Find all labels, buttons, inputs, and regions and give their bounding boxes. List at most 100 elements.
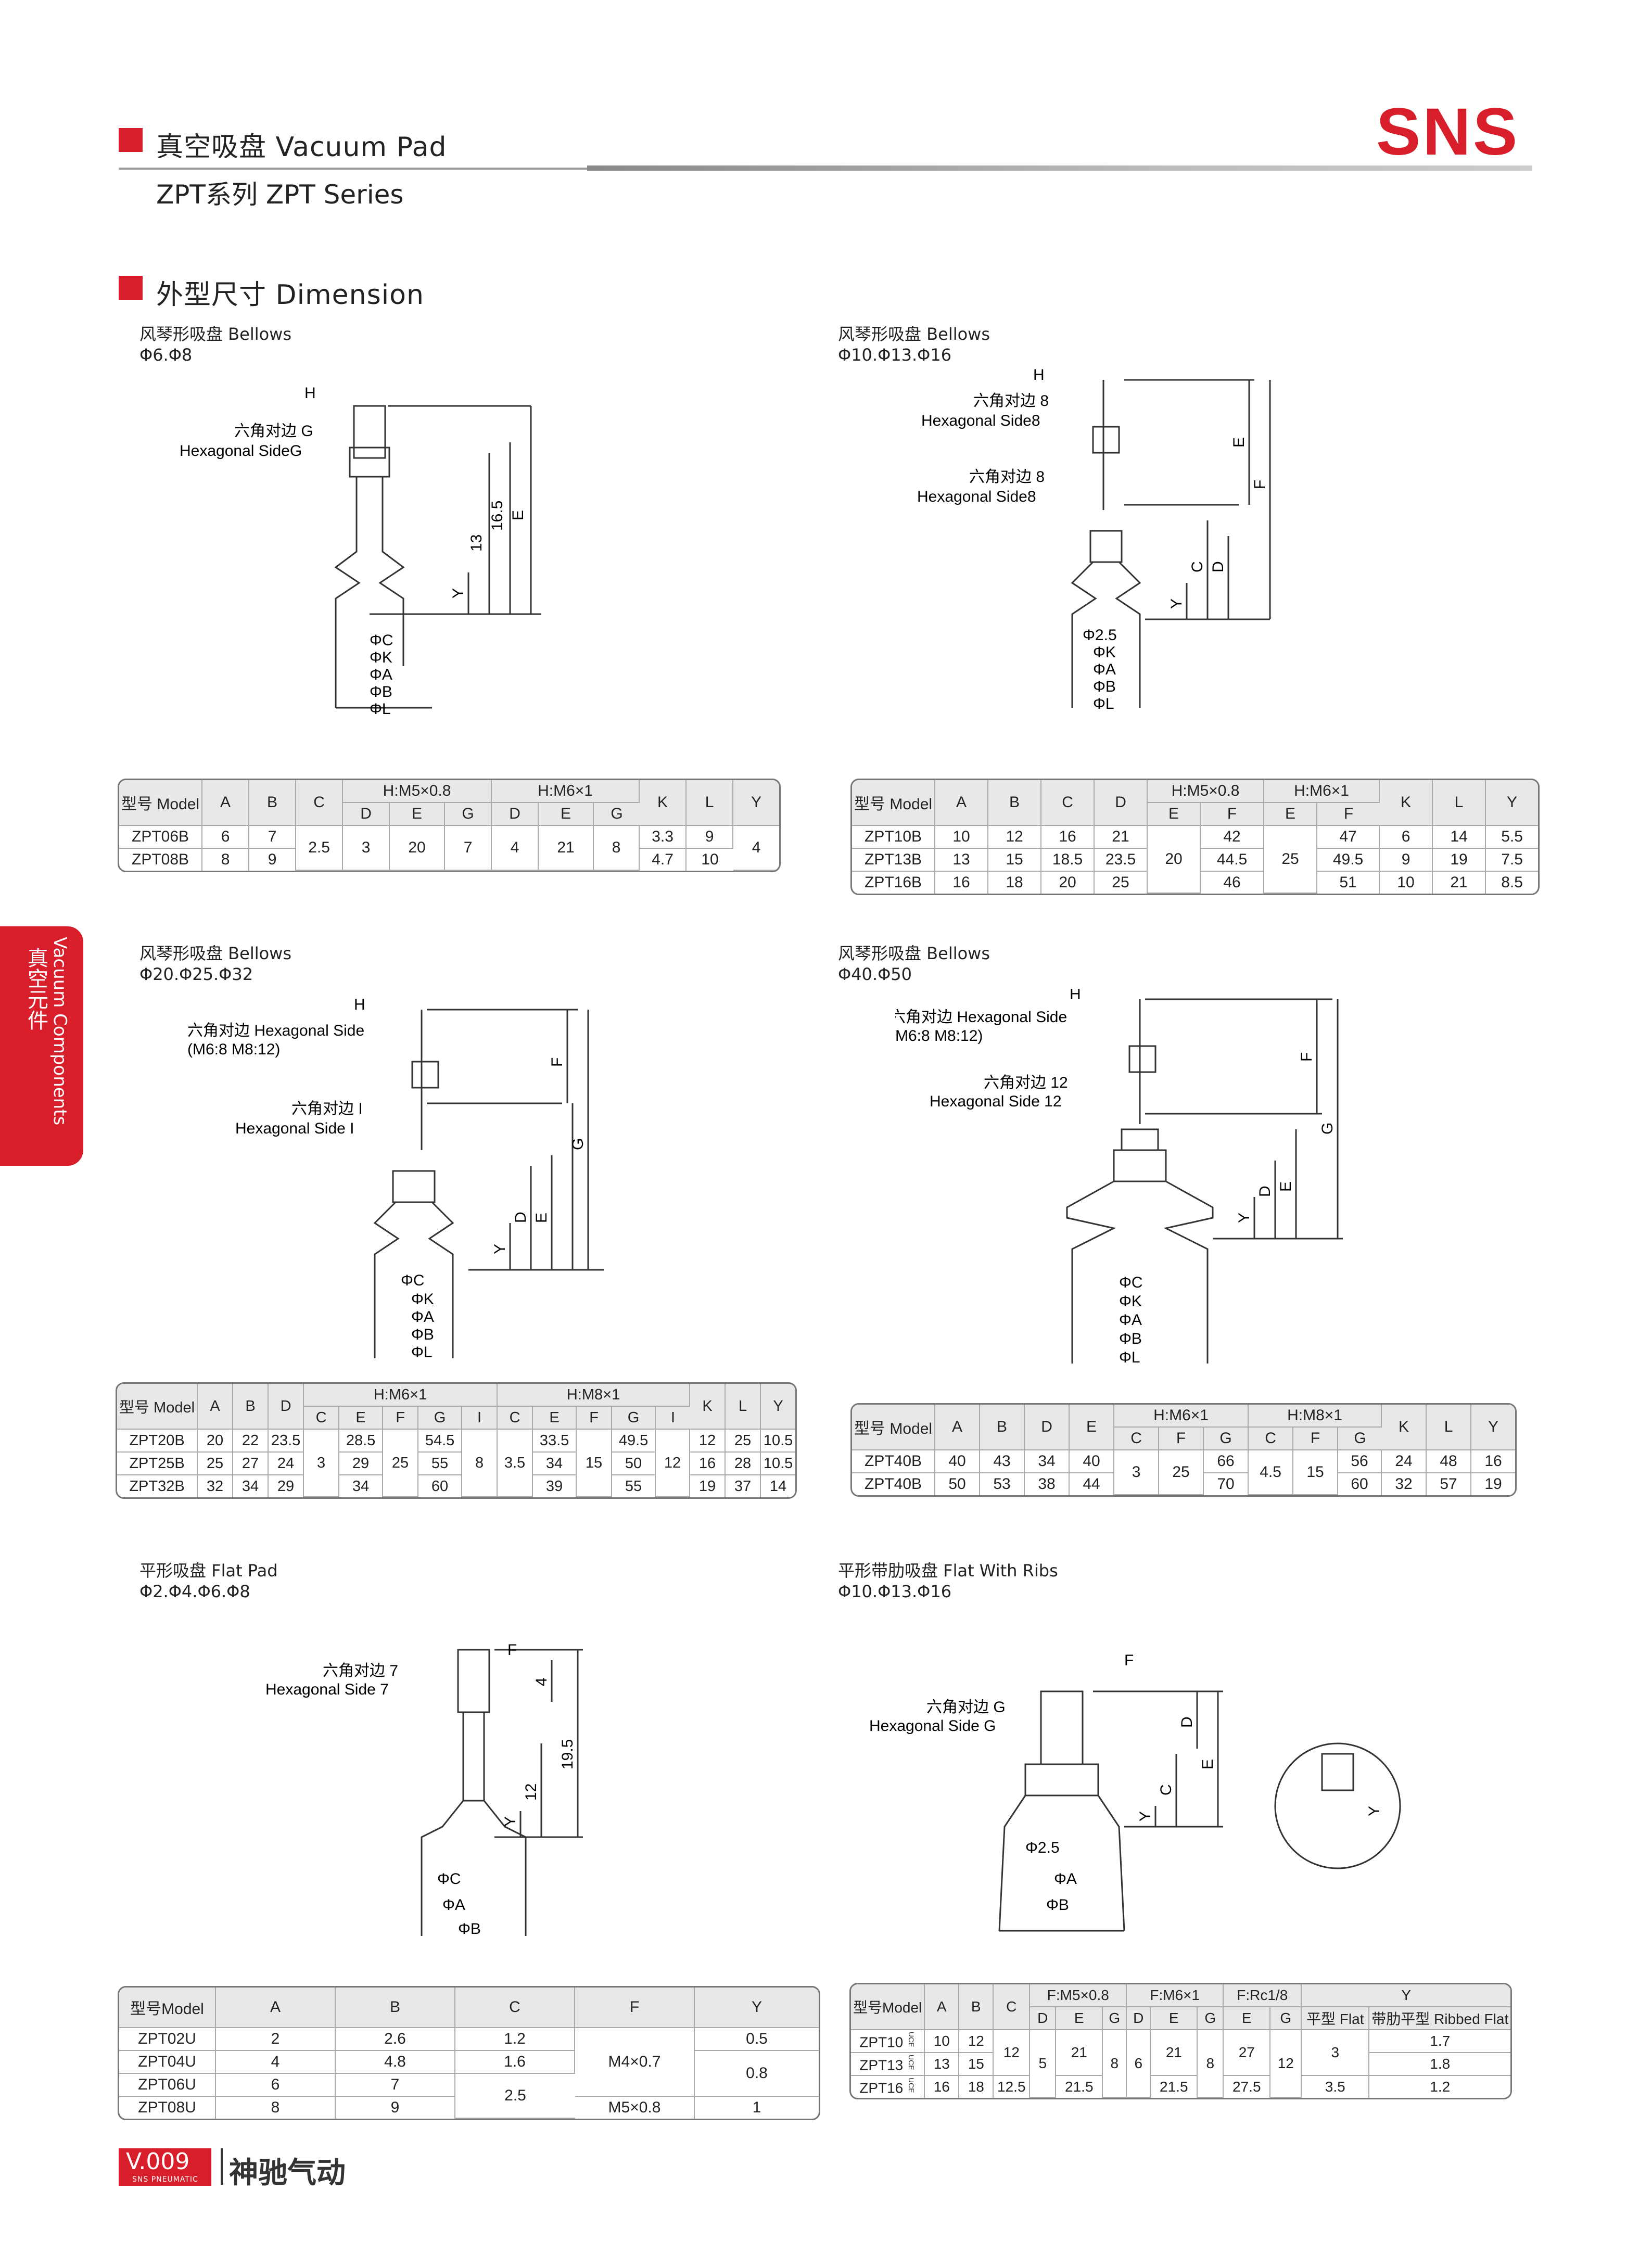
b6-label-b: ΦB [1046, 1896, 1069, 1914]
cell: 12.5 [994, 2076, 1031, 2098]
b4-label-d: D [1256, 1186, 1274, 1197]
cell: 10.5 [761, 1453, 796, 1475]
b5-label-d3: 12 [523, 1784, 540, 1801]
cell: 12 [988, 826, 1042, 849]
b2-label-f: F [1251, 480, 1268, 489]
th: G [1338, 1428, 1382, 1450]
b4-diagram: H 六角对边 Hexagonal Side (M6:8 M8:12) 六角对边 … [895, 989, 1343, 1366]
b4-label-hex2-cn: 六角对边 12 [984, 1074, 1068, 1091]
cell: 49.5 [612, 1430, 656, 1453]
suffix-mark: UCE [907, 2077, 916, 2093]
cell: 55 [418, 1453, 463, 1475]
cell: ZPT13 UCE [851, 2053, 925, 2076]
cell: ZPT08B [119, 849, 203, 871]
cell: 60 [418, 1475, 463, 1497]
cell: 22 [233, 1430, 269, 1453]
cell: 15 [577, 1430, 613, 1497]
cell: 4.7 [640, 849, 687, 871]
cell: 2.6 [336, 2028, 455, 2051]
cell: 3 [1114, 1450, 1160, 1495]
table-row: ZPT10 UCE 10 12 12 5 21 8 6 21 8 27 12 3… [851, 2030, 1511, 2098]
th: K [1382, 1405, 1427, 1450]
th: 带肋平型 Ribbed Flat [1369, 2007, 1511, 2030]
section-square-marker [119, 276, 143, 300]
th: H:M5×0.8 [343, 780, 492, 803]
table-row: ZPT10B 10 12 16 21 20 42 25 47 6 14 5.5 [852, 826, 1539, 894]
b1-label-c: ΦC [370, 632, 393, 649]
th: L [1433, 780, 1486, 826]
b3-label-c: ΦC [401, 1272, 425, 1289]
section-title: 外型尺寸 Dimension [156, 279, 424, 311]
cell: 1.6 [455, 2051, 575, 2074]
page-number: V.009 [126, 2148, 190, 2175]
cell: 2.5 [455, 2074, 575, 2119]
brand-logo: SNS [1376, 95, 1520, 169]
cell: 2.5 [296, 826, 344, 871]
th: H:M6×1 [1264, 780, 1380, 803]
cell: 18 [959, 2076, 994, 2098]
side-tab: 真空元件 Vacuum Components [0, 926, 83, 1166]
b3-label-a: ΦA [411, 1308, 434, 1326]
footer-divider [221, 2148, 223, 2185]
b5-label-d2: 19.5 [559, 1739, 576, 1769]
cell: 8.5 [1501, 874, 1523, 891]
b4-label-h: H [1070, 989, 1081, 1003]
b5-label-c: ΦC [437, 1870, 461, 1888]
cell: 12 [994, 2030, 1031, 2076]
th: I [656, 1407, 691, 1430]
b1-label-y: Y [450, 588, 467, 598]
cell: 24 [269, 1453, 304, 1475]
th: I [462, 1407, 498, 1430]
th: Y [1302, 1984, 1511, 2007]
cell: 6 [1380, 826, 1433, 849]
th: Y [1486, 780, 1539, 826]
cell: 34 [533, 1453, 577, 1475]
cell: 19 [1484, 1475, 1502, 1493]
b6-title-text: 平形带肋吸盘 Flat With Ribs [838, 1561, 1058, 1581]
b1-label-hex-en: Hexagonal SideG [180, 442, 302, 460]
cell: 21 [1056, 2030, 1103, 2076]
cell: 10 [701, 851, 719, 868]
th: D [343, 803, 390, 826]
cell: 25 [1159, 1450, 1204, 1495]
cell: 12 [690, 1430, 726, 1453]
b6-label-y: Y [1137, 1811, 1154, 1821]
b3-sizes-text: Φ20.Φ25.Φ32 [139, 964, 253, 984]
th: B [980, 1405, 1025, 1450]
th: 型号Model [851, 1984, 925, 2030]
th: E [1151, 2007, 1198, 2030]
cell: 43 [980, 1450, 1025, 1473]
th: E [1070, 1405, 1115, 1450]
cell: ZPT06B [119, 826, 203, 849]
b1-label-e: E [510, 510, 527, 520]
cell: ZPT06U [119, 2074, 216, 2097]
th: H:M8×1 [1249, 1405, 1382, 1428]
th: E [1264, 803, 1318, 826]
cell: M4×0.7 [575, 2028, 695, 2097]
cell: 0.8 [695, 2051, 819, 2097]
table-row: ZPT40B 50 53 38 44 70 60 32 57 19 [852, 1473, 1515, 1495]
b1-label-h: H [304, 385, 316, 402]
b6-title: 平形带肋吸盘 Flat With Ribs Φ10.Φ13.Φ16 [838, 1560, 1058, 1602]
b3-label-b: ΦB [411, 1326, 434, 1343]
cell: ZPT10B [852, 826, 936, 849]
b2-label-h: H [1033, 366, 1045, 384]
cell: 1.2 [1430, 2079, 1451, 2095]
b2-label-hex1-en: Hexagonal Side8 [921, 412, 1040, 429]
cell: 6 [202, 826, 250, 849]
th: K [1380, 780, 1433, 826]
cell: 25 [1095, 872, 1148, 894]
cell: 0.5 [695, 2028, 819, 2051]
cell: 27 [233, 1453, 269, 1475]
cell: 27.5 [1224, 2076, 1271, 2098]
header-square-marker [119, 128, 143, 152]
cell: 8 [202, 849, 250, 871]
cell: 3 [1302, 2030, 1370, 2076]
cell: M5×0.8 [575, 2097, 695, 2119]
cell: ZPT16B [852, 872, 936, 894]
cell: 4.5 [1249, 1450, 1294, 1495]
th: D [1127, 2007, 1151, 2030]
cell: 5.5 [1486, 826, 1539, 849]
cell: 8 [594, 826, 640, 871]
cell: 15 [988, 849, 1042, 872]
